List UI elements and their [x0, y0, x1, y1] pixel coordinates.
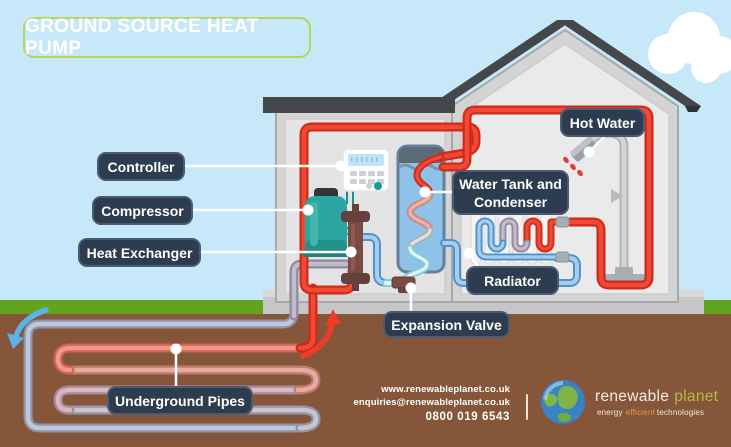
contact-block: www.renewableplanet.co.uk enquiries@rene…: [340, 383, 510, 426]
roof: [429, 20, 701, 112]
label-expansion-valve: Expansion Valve: [383, 311, 510, 338]
cloud-icon: [648, 12, 731, 83]
compressor-device: [302, 188, 350, 257]
leader-dots: [170, 146, 595, 355]
website-text: www.renewableplanet.co.uk: [381, 384, 510, 395]
tagline-technologies: technologies: [656, 407, 705, 417]
footer-divider: [526, 394, 528, 420]
label-compressor: Compressor: [92, 196, 193, 225]
hot-pipe-room-loop: [438, 105, 654, 290]
hot-water-drops-icon: [563, 156, 583, 177]
leader-lines: [174, 135, 606, 387]
label-controller: Controller: [97, 152, 185, 181]
brand-renewable: renewable: [595, 387, 670, 405]
underground-pipe-loop: [23, 259, 351, 433]
phone-text: 0800 019 6543: [425, 411, 510, 423]
email-text: enquiries@renewableplanet.co.uk: [353, 397, 510, 408]
tagline-efficient: efficient: [625, 407, 655, 417]
flow-up-arrow-icon: [300, 309, 341, 359]
label-hot-water: Hot Water: [560, 108, 645, 137]
page-title: GROUND SOURCE HEAT PUMP: [23, 16, 311, 59]
flow-down-arrow-icon: [7, 307, 49, 349]
heat-exchanger-device: [341, 204, 370, 291]
label-water-tank-condenser: Water Tank and Condenser: [452, 170, 569, 215]
controller-device: [342, 148, 390, 192]
hot-pipe-extension: [299, 122, 481, 295]
label-heat-exchanger: Heat Exchanger: [78, 238, 201, 267]
brand-planet: planet: [674, 387, 719, 405]
radiator-device: [470, 211, 570, 265]
label-radiator: Radiator: [466, 266, 559, 295]
tagline-energy: energy: [597, 407, 623, 417]
globe-icon: [541, 380, 585, 424]
label-underground-pipes: Underground Pipes: [107, 386, 253, 415]
